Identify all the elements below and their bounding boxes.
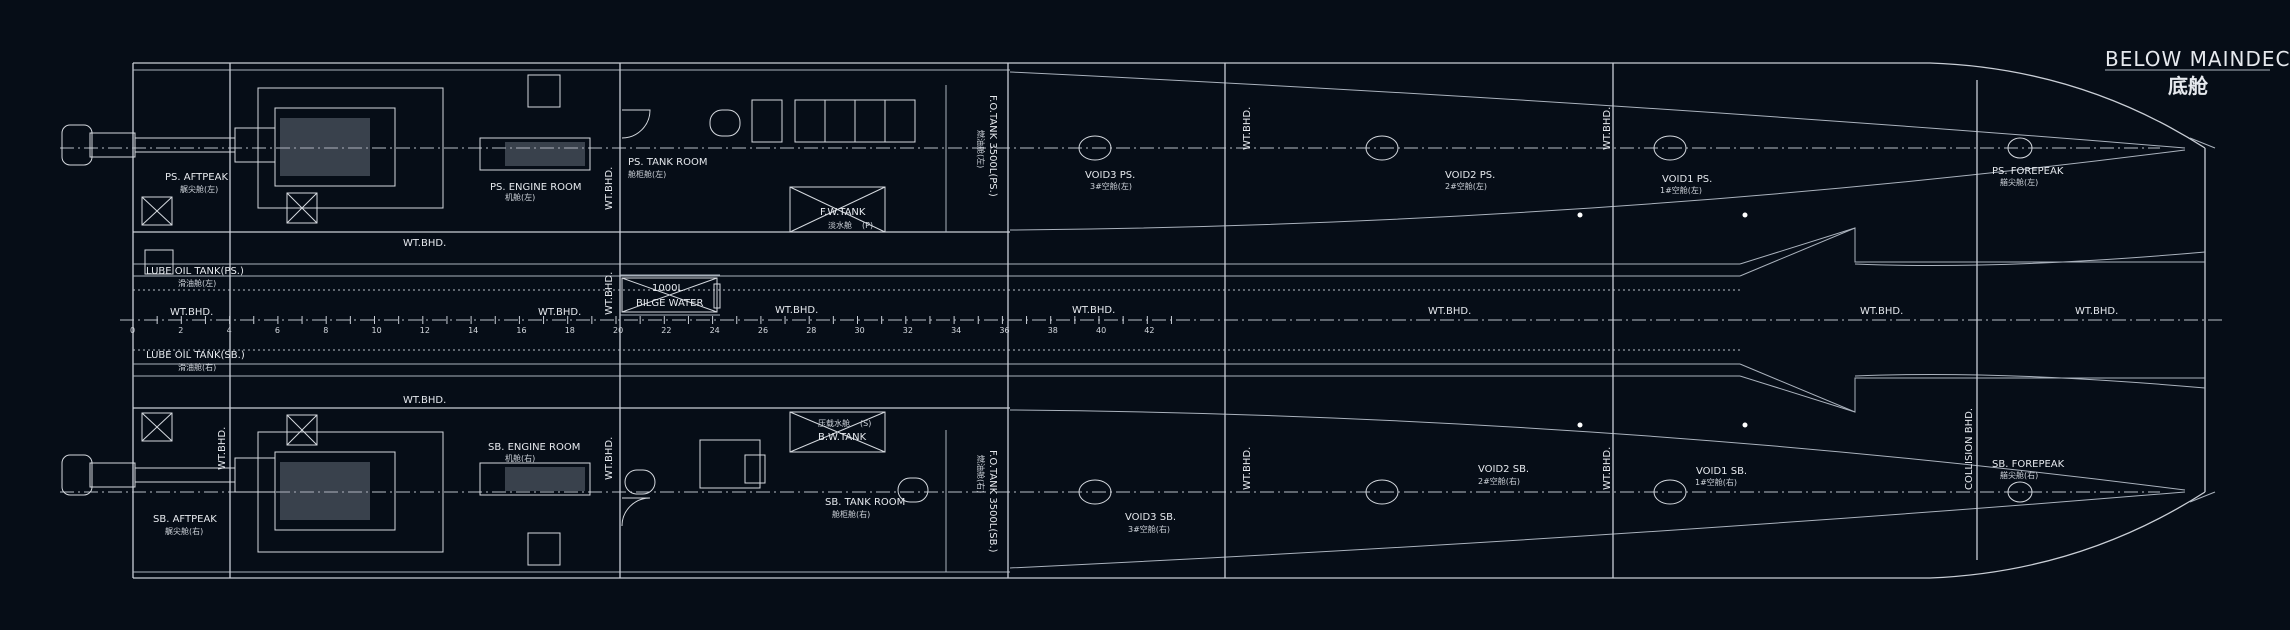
bw-tank-sub: 压载水舱 xyxy=(818,418,850,428)
sb-engine-room-label: SB. ENGINE ROOM xyxy=(488,442,580,453)
lube-sb-sub: 滑油舱(右) xyxy=(178,362,216,372)
frame-tick-label: 12 xyxy=(420,326,430,335)
frame-tick-label: 10 xyxy=(372,326,382,335)
ps-aftpeak-label: PS. AFTPEAK xyxy=(165,172,228,183)
wt-bhd-vertical-8: WT.BHD. xyxy=(1602,447,1613,490)
void1-ps-label: VOID1 PS. xyxy=(1662,174,1712,185)
wt-bhd-label-6: WT.BHD. xyxy=(1072,305,1115,316)
ps-engine-room-label: PS. ENGINE ROOM xyxy=(490,182,582,193)
void2-ps-sub: 2#空舱(左) xyxy=(1445,181,1487,191)
ps-aftpeak-sub: 艉尖舱(左) xyxy=(180,184,218,194)
frame-tick-label: 42 xyxy=(1144,326,1154,335)
wt-bhd-vertical-2: WT.BHD. xyxy=(604,272,615,315)
lube-ps-sub: 滑油舱(左) xyxy=(178,278,216,288)
sb-forepeak-label: SB. FOREPEAK xyxy=(1992,459,2065,470)
sb-fo-tank-sub: 燃油舱(右) xyxy=(976,455,986,493)
frame-tick-label: 2 xyxy=(178,326,183,335)
bw-tank-label: B.W.TANK xyxy=(818,432,867,443)
fw-tank-sub: 淡水舱 xyxy=(828,220,852,230)
wt-bhd-label-8: WT.BHD. xyxy=(1860,306,1903,317)
tunnel-structure xyxy=(133,227,2206,413)
frame-tick-label: 36 xyxy=(999,326,1009,335)
ps-tank-room-label: PS. TANK ROOM xyxy=(628,157,707,168)
wt-bhd-vertical-1: WT.BHD. xyxy=(604,167,615,210)
wt-bhd-label-1: WT.BHD. xyxy=(403,238,446,249)
ps-engine-room-sub: 机舱(左) xyxy=(505,192,535,202)
title-cn: 底舱 xyxy=(2168,74,2209,98)
ps-fo-tank-sub: 燃油舱(左) xyxy=(976,130,986,168)
fw-tank-label: F.W.TANK xyxy=(820,207,866,218)
frame-tick-label: 20 xyxy=(613,326,623,335)
frame-tick-label: 34 xyxy=(951,326,961,335)
manholes xyxy=(1078,135,2033,505)
ps-propulsion-unit xyxy=(61,74,741,226)
sb-tank-room-sub: 舱柜舱(右) xyxy=(832,509,870,519)
bw-tank-extra: (S) xyxy=(860,419,871,428)
frame-tick-label: 24 xyxy=(710,326,720,335)
wt-bhd-vertical-6: WT.BHD. xyxy=(1242,447,1253,490)
void3-ps-label: VOID3 PS. xyxy=(1085,170,1135,181)
frame-tick-label: 32 xyxy=(903,326,913,335)
frame-tick-label: 40 xyxy=(1096,326,1106,335)
lube-ps-label: LUBE OIL TANK(PS.) xyxy=(146,266,244,277)
bulkheads xyxy=(229,63,1978,578)
frame-tick-label: 14 xyxy=(468,326,478,335)
centerlines xyxy=(60,147,2225,493)
wt-bhd-label-5: WT.BHD. xyxy=(775,305,818,316)
wt-bhd-label-3: WT.BHD. xyxy=(170,307,213,318)
void3-sb-sub: 3#空舱(右) xyxy=(1128,524,1170,534)
bilge-capacity: 1000L xyxy=(652,283,683,294)
frame-tick-label: 8 xyxy=(323,326,328,335)
sb-tank-room-equipment xyxy=(621,411,929,527)
lube-sb-label: LUBE OIL TANK(SB.) xyxy=(146,350,245,361)
hull-outline xyxy=(132,62,2216,579)
frame-tick-label: 0 xyxy=(130,326,135,335)
wt-bhd-vertical-3: WT.BHD. xyxy=(604,437,615,480)
sb-tank-room-label: SB. TANK ROOM xyxy=(825,497,905,508)
void1-ps-sub: 1#空舱(左) xyxy=(1660,185,1702,195)
frame-tick-label: 4 xyxy=(227,326,232,335)
ps-fo-tank-label: F.O.TANK 3500L(PS.) xyxy=(987,95,998,197)
title-en: BELOW MAINDECK xyxy=(2105,47,2290,71)
sb-forepeak-sub: 艏尖舱(右) xyxy=(2000,470,2038,480)
sb-aftpeak-label: SB. AFTPEAK xyxy=(153,514,217,525)
wt-bhd-vertical-5: WT.BHD. xyxy=(1242,107,1253,150)
frame-tick-label: 26 xyxy=(758,326,768,335)
frame-tick-label: 6 xyxy=(275,326,280,335)
void1-sb-sub: 1#空舱(右) xyxy=(1695,477,1737,487)
wt-bhd-label-7: WT.BHD. xyxy=(1428,306,1471,317)
wt-bhd-label-9: WT.BHD. xyxy=(2075,306,2118,317)
bilge-label: BILGE WATER xyxy=(636,298,703,309)
wt-bhd-label-2: WT.BHD. xyxy=(403,395,446,406)
wt-bhd-vertical-7: WT.BHD. xyxy=(1602,107,1613,150)
bilge-water-tank xyxy=(144,249,721,313)
fw-tank-extra: (P) xyxy=(862,221,873,230)
frame-tick-label: 30 xyxy=(855,326,865,335)
frame-tick-label: 38 xyxy=(1048,326,1058,335)
void1-sb-label: VOID1 SB. xyxy=(1696,466,1747,477)
void2-sb-label: VOID2 SB. xyxy=(1478,464,1529,475)
frame-tick-label: 18 xyxy=(565,326,575,335)
collision-bhd-label: COLLISION BHD. xyxy=(1964,408,1975,490)
sb-propulsion-unit xyxy=(61,412,591,566)
wt-bhd-vertical-4: WT.BHD. xyxy=(217,427,228,470)
sb-engine-room-sub: 机舱(右) xyxy=(505,453,535,463)
void3-sb-label: VOID3 SB. xyxy=(1125,512,1176,523)
frame-tick-label: 16 xyxy=(516,326,526,335)
ps-tank-room-sub: 舱柜舱(左) xyxy=(628,169,666,179)
ps-forepeak-label: PS. FOREPEAK xyxy=(1992,166,2064,177)
ps-tank-room-equipment xyxy=(621,99,916,233)
void3-ps-sub: 3#空舱(左) xyxy=(1090,181,1132,191)
sb-aftpeak-sub: 艉尖舱(右) xyxy=(165,526,203,536)
void2-ps-label: VOID2 PS. xyxy=(1445,170,1495,181)
frame-tick-label: 22 xyxy=(661,326,671,335)
void2-sb-sub: 2#空舱(右) xyxy=(1478,476,1520,486)
sb-fo-tank-label: F.O.TANK 3500L(SB.) xyxy=(987,450,998,553)
wt-bhd-label-4: WT.BHD. xyxy=(538,307,581,318)
frame-tick-label: 28 xyxy=(806,326,816,335)
ps-forepeak-sub: 艏尖舱(左) xyxy=(2000,177,2038,187)
